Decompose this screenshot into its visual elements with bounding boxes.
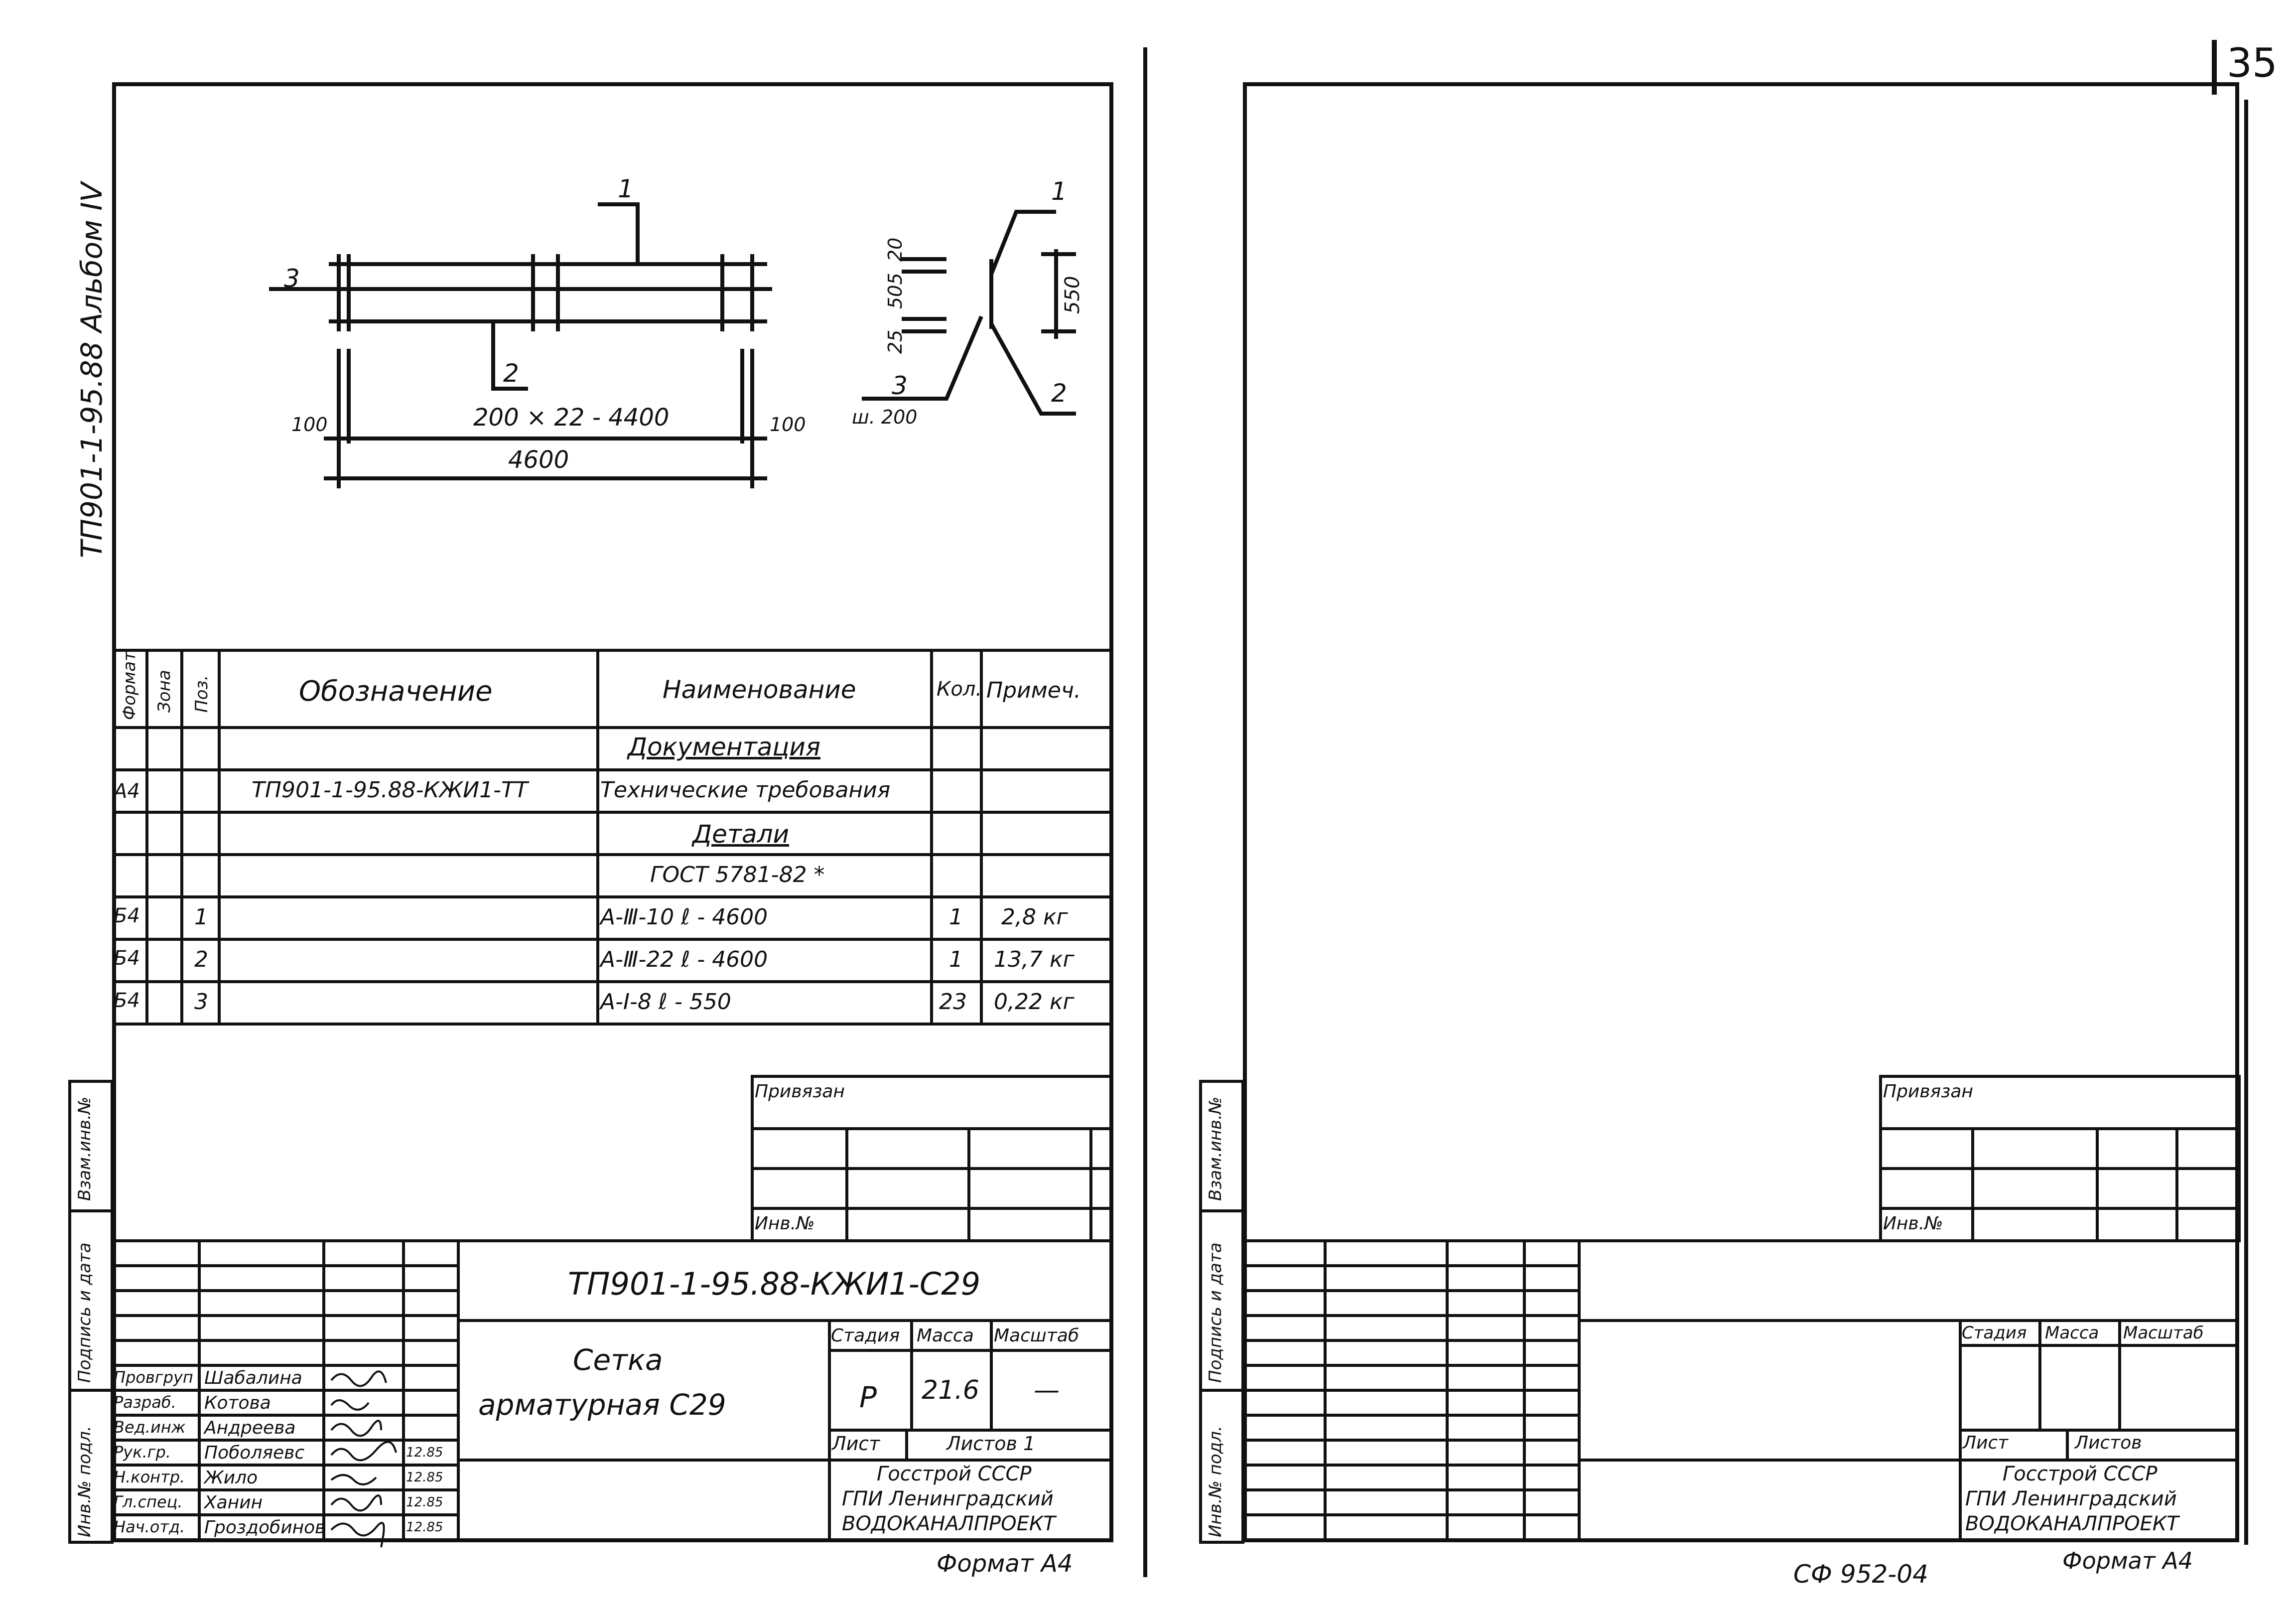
- spec-row-details: Детали: [692, 820, 790, 849]
- spec-row6-qty: 1: [949, 947, 963, 972]
- right-edge-line: [2244, 100, 2248, 1545]
- plan-label-pos1: 1: [618, 174, 634, 203]
- person-name: Жило: [204, 1468, 258, 1488]
- spec-row5-format: Б4: [114, 904, 140, 927]
- title-org2: ГПИ Ленинградский: [842, 1487, 1054, 1510]
- person-role: Н.контр.: [114, 1468, 185, 1486]
- right-scale-label: Масштаб: [2123, 1323, 2204, 1343]
- person-role: Гл.спец.: [114, 1492, 183, 1511]
- spec-row5-note: 2,8 кг: [1001, 904, 1068, 930]
- section-label-pos2: 2: [1051, 379, 1067, 408]
- spec-row7-name: А-Ⅰ-8 ℓ - 550: [600, 989, 731, 1015]
- person-date: 12.85: [406, 1445, 443, 1460]
- spec-row5-pos: 1: [194, 904, 208, 930]
- title-stage: Р: [859, 1380, 877, 1414]
- section-label-pos1: 1: [1051, 177, 1067, 206]
- right-sheet-label: Лист: [1963, 1433, 2009, 1453]
- right-org3: ВОДОКАНАЛПРОЕКТ: [1965, 1512, 2179, 1535]
- person-role: Вед.инж: [114, 1418, 186, 1437]
- title-line1: Сетка: [573, 1343, 663, 1377]
- right-format: Формат А4: [2062, 1547, 2193, 1574]
- plan-label-pos2: 2: [503, 359, 519, 388]
- title-mass-label: Масса: [917, 1326, 974, 1346]
- person-role: Провгруп: [114, 1368, 193, 1387]
- plan-dim-total: 4600: [508, 446, 569, 474]
- title-scale-label: Масштаб: [994, 1326, 1080, 1346]
- title-org1: Госстрой СССР: [877, 1463, 1032, 1485]
- person-name: Ханин: [204, 1492, 263, 1513]
- spec-row6-note: 13,7 кг: [994, 947, 1075, 972]
- right-stamp-vzam: Взам.инв.№: [1206, 1096, 1225, 1201]
- spec-row7-note: 0,22 кг: [994, 989, 1075, 1015]
- right-inv-no: Инв.№: [1883, 1213, 1943, 1234]
- right-sheets-label: Листов: [2075, 1433, 2142, 1453]
- person-date: 12.85: [406, 1520, 443, 1535]
- person-name: Котова: [204, 1393, 271, 1413]
- person-date: 12.85: [406, 1470, 443, 1485]
- left-format: Формат А4: [937, 1550, 1073, 1578]
- spec-row7-pos: 3: [194, 989, 208, 1015]
- left-inv-no: Инв.№: [755, 1213, 815, 1234]
- section-pitch: ш. 200: [852, 406, 918, 428]
- spec-row7-format: Б4: [114, 989, 140, 1012]
- title-sheet-label: Лист: [832, 1433, 880, 1455]
- person-date: 12.85: [406, 1495, 443, 1510]
- title-scale: —: [1034, 1375, 1060, 1405]
- spec-row7-qty: 23: [939, 989, 967, 1015]
- title-stage-label: Стадия: [831, 1326, 900, 1346]
- title-mass: 21.6: [922, 1375, 979, 1405]
- spec-row2-format: А4: [114, 780, 140, 803]
- left-privyazan: Привязан: [755, 1081, 845, 1102]
- person-name: Андреева: [204, 1418, 296, 1438]
- spec-row6-pos: 2: [194, 947, 208, 972]
- title-org3: ВОДОКАНАЛПРОЕКТ: [842, 1512, 1056, 1535]
- person-name: Шабалина: [204, 1368, 302, 1388]
- right-privyazan: Привязан: [1883, 1081, 1973, 1102]
- right-stamp-inv: Инв.№ подл.: [1206, 1426, 1225, 1537]
- section-label-pos3: 3: [892, 371, 908, 400]
- archive-number: СФ 952-04: [1793, 1560, 1928, 1589]
- title-code: ТП901-1-95.88-КЖИ1-С29: [568, 1266, 981, 1302]
- title-sheets-label: Листов 1: [946, 1433, 1036, 1455]
- right-org1: Госстрой СССР: [2003, 1463, 2158, 1485]
- spec-header-note: Примеч.: [986, 678, 1081, 703]
- title-line2: арматурная С29: [478, 1388, 726, 1422]
- spec-row6-name: А-Ⅲ-22 ℓ - 4600: [600, 947, 768, 972]
- plan-dim-left: 100: [291, 414, 328, 436]
- right-mass-label: Масса: [2045, 1323, 2099, 1343]
- page-number-frame: [2212, 40, 2217, 95]
- spec-row6-format: Б4: [114, 947, 140, 970]
- plan-dim-inner: 200 × 22 - 4400: [473, 404, 670, 432]
- person-name: Поболяевс: [204, 1443, 305, 1463]
- plan-label-pos3: 3: [284, 264, 300, 293]
- right-org2: ГПИ Ленинградский: [1965, 1487, 2177, 1510]
- plan-dim-right: 100: [770, 414, 806, 436]
- person-role: Разраб.: [114, 1393, 176, 1412]
- right-stamp-podpis: Подпись и дата: [1206, 1242, 1225, 1383]
- spec-row2-name: Технические требования: [600, 777, 891, 803]
- spec-header-qty: Кол.: [937, 678, 982, 701]
- page-number: 35: [2227, 40, 2278, 86]
- spec-row5-qty: 1: [949, 904, 963, 930]
- person-role: Нач.отд.: [114, 1517, 185, 1536]
- person-name: Гроздобинов: [204, 1517, 326, 1538]
- spec-row-documentation: Документация: [628, 733, 820, 761]
- spec-row5-name: А-Ⅲ-10 ℓ - 4600: [600, 904, 768, 930]
- spec-row-gost: ГОСТ 5781-82 *: [650, 862, 825, 887]
- center-divider: [1143, 47, 1147, 1577]
- spec-row2-designation: ТП901-1-95.88-КЖИ1-ТТ: [252, 777, 528, 803]
- spec-header-name: Наименование: [663, 675, 856, 704]
- spec-header-designation: Обозначение: [299, 675, 493, 708]
- person-role: Рук.гр.: [114, 1443, 171, 1462]
- right-stage-label: Стадия: [1962, 1323, 2027, 1343]
